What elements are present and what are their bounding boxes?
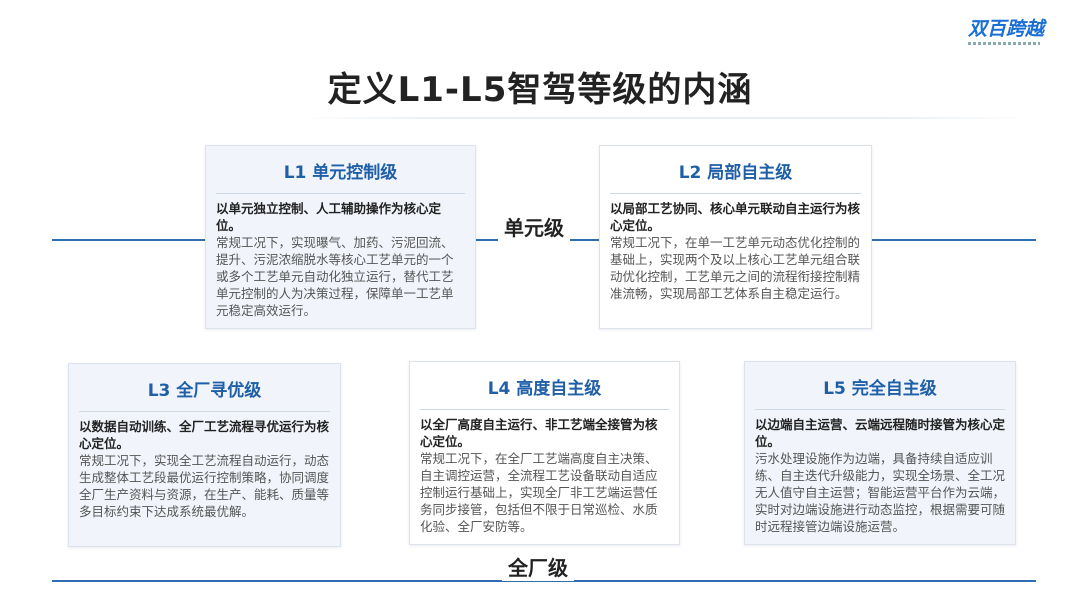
card-l3-description: 常规工况下，实现全工艺流程自动运行，动态生成整体工艺段最优运行控制策略，协同调度… [79,453,330,519]
title-divider [300,117,1030,119]
card-l2-title: L2 局部自主级 [678,163,793,183]
unit-level-label: 单元级 [498,212,570,241]
card-l1-description: 常规工况下，实现曝气、加药、污泥回流、提升、污泥浓缩脱水等核心工艺单元的一个或多… [216,235,454,318]
card-l5-title: L5 完全自主级 [823,379,937,399]
card-l2-divider [610,193,861,194]
card-l1-title: L1 单元控制级 [283,163,398,183]
card-l2-description: 常规工况下，在单一工艺单元动态优化控制的基础上，实现两个及以上核心工艺单元组合联… [610,235,861,301]
logo-tagline-decoration [968,42,1040,45]
card-l5: L5 完全自主级 以边端自主运营、云端远程随时接管为核心定位。 污水处理设施作为… [744,361,1016,545]
card-l3-divider [79,411,330,412]
card-l1: L1 单元控制级 以单元独立控制、人工辅助操作为核心定位。 常规工况下，实现曝气… [205,145,476,329]
card-l4: L4 高度自主级 以全厂高度自主运行、非工艺端全接管为核心定位。 常规工况下，在… [409,361,680,545]
card-l2: L2 局部自主级 以局部工艺协同、核心单元联动自主运行为核心定位。 常规工况下，… [599,145,872,329]
card-l4-title: L4 高度自主级 [487,379,602,399]
unit-level-line-right [871,239,1036,241]
card-l3: L3 全厂寻优级 以数据自动训练、全厂工艺流程寻优运行为核心定位。 常规工况下，… [68,363,341,547]
card-l4-description: 常规工况下，在全厂工艺端高度自主决策、自主调控运营，全流程工艺设备联动自适应控制… [420,451,658,534]
card-l4-positioning: 以全厂高度自主运行、非工艺端全接管为核心定位。 [420,417,658,449]
card-l3-title: L3 全厂寻优级 [147,381,262,401]
card-l5-positioning: 以边端自主运营、云端远程随时接管为核心定位。 [755,417,1006,449]
card-l5-divider [755,409,1005,410]
plant-level-line [52,580,1036,582]
unit-level-line-left [52,239,206,241]
card-l4-divider [420,409,669,410]
card-l5-description: 污水处理设施作为边端，具备持续自适应训练、自主迭代升级能力，实现全场景、全工况无… [755,451,1006,534]
card-l3-positioning: 以数据自动训练、全厂工艺流程寻优运行为核心定位。 [79,419,330,451]
logo-text: 双百跨越 [968,18,1045,40]
plant-level-label: 全厂级 [502,552,574,581]
card-l2-positioning: 以局部工艺协同、核心单元联动自主运行为核心定位。 [610,201,861,233]
card-l1-divider [216,193,465,194]
page-title: 定义L1-L5智驾等级的内涵 [327,70,753,110]
card-l1-positioning: 以单元独立控制、人工辅助操作为核心定位。 [216,201,442,233]
logo: 双百跨越 [968,18,1046,52]
